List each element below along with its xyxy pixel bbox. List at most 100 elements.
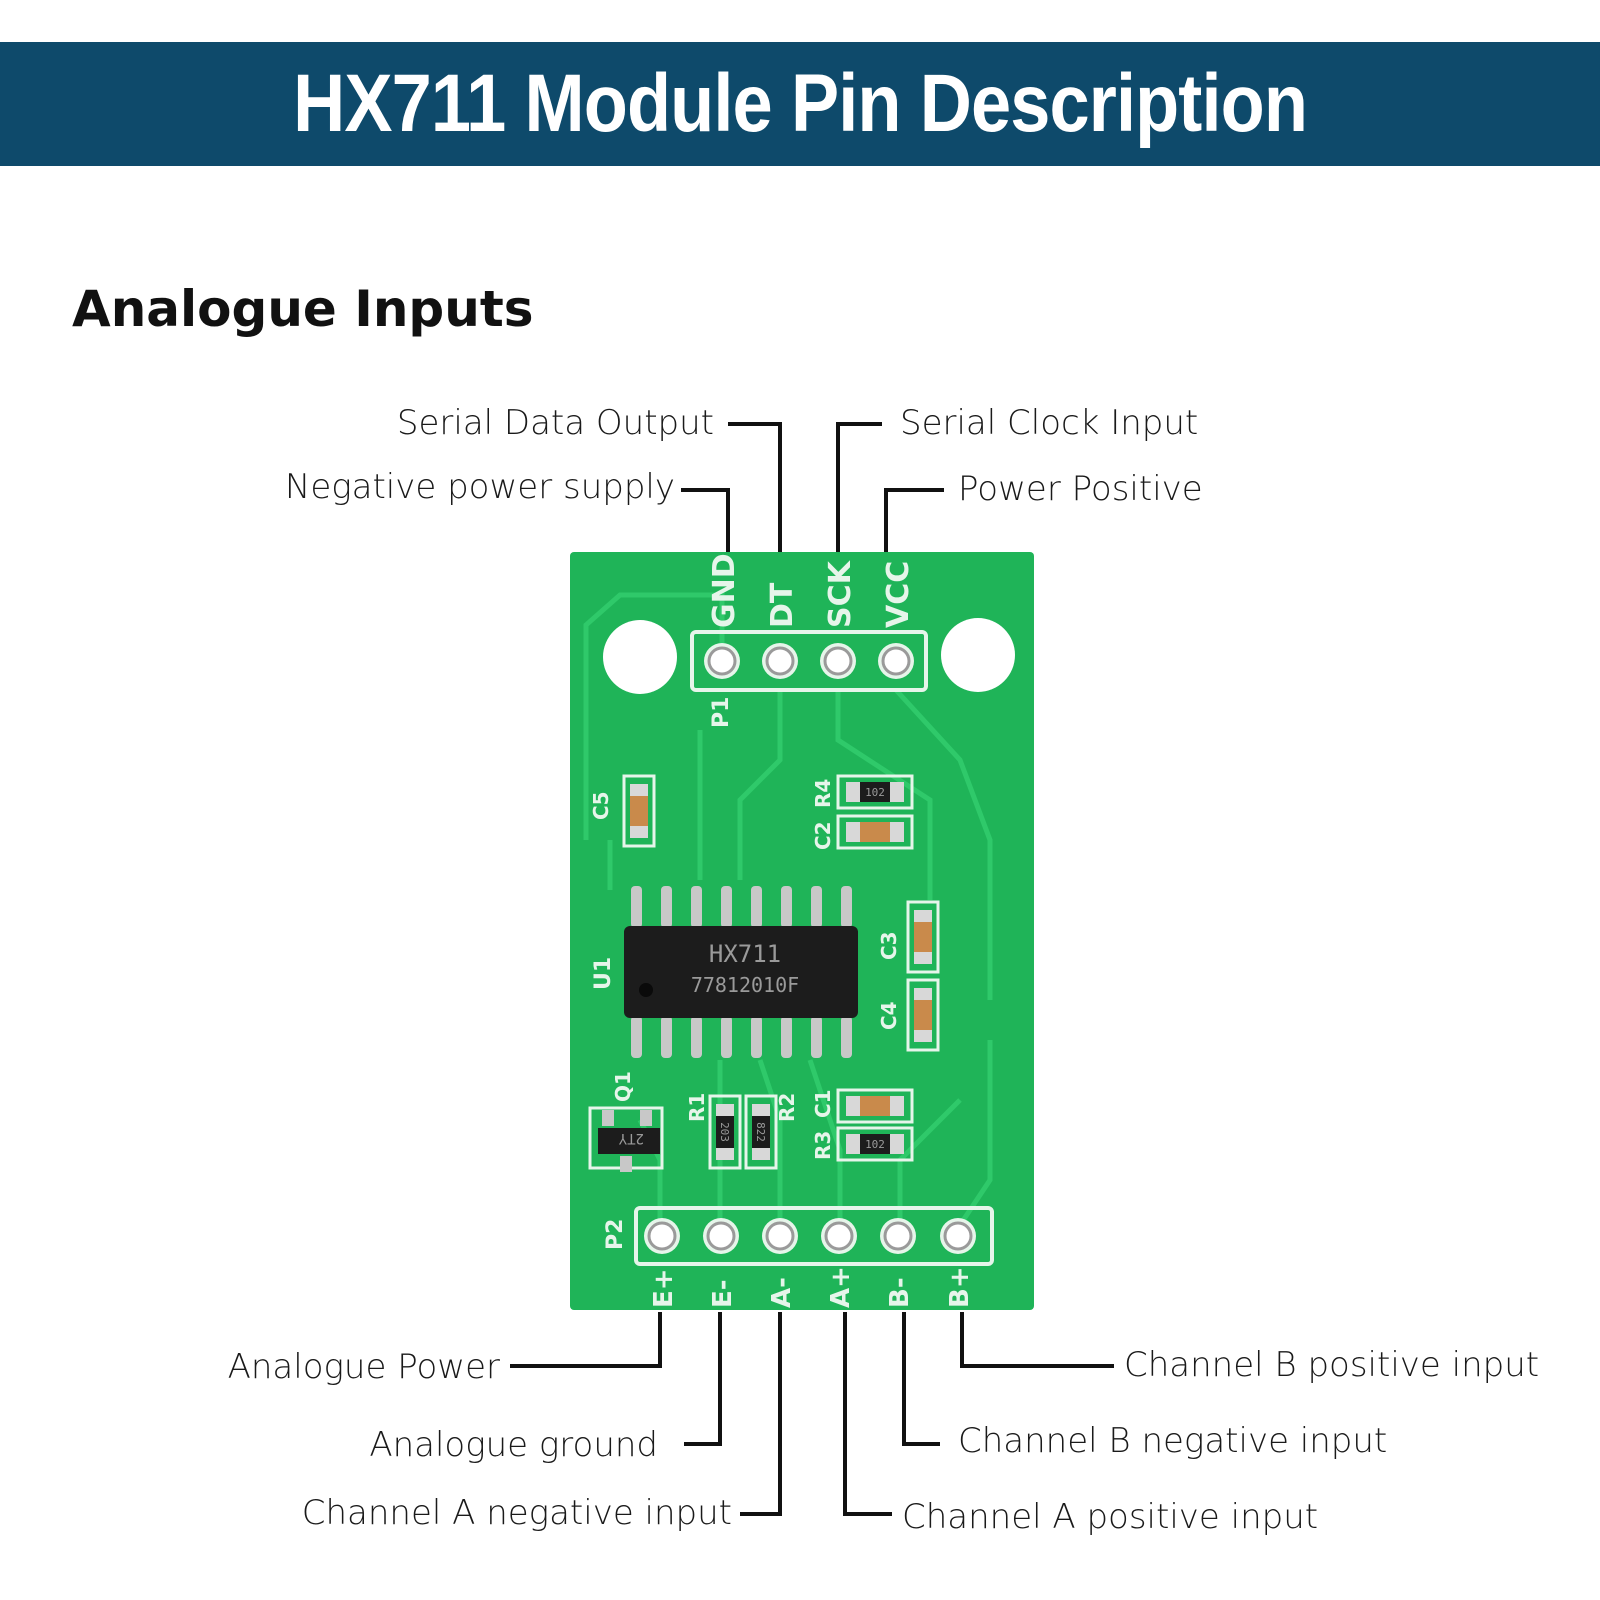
chip-pin [721,886,732,928]
transistor-body [598,1128,660,1154]
leader-a-minus [740,1312,782,1516]
leader-vcc [884,488,944,552]
chip-pin [811,886,822,928]
component-body [914,922,932,952]
chip-pin [841,886,852,928]
chip-pin [751,886,762,928]
section-heading: Analogue Inputs [72,280,534,338]
component-ref: R4 [811,779,835,808]
leader-a-plus [843,1312,892,1516]
label-sck: Serial Clock Input [900,403,1198,443]
pin-name-dt: DT [765,582,800,628]
leader-b-minus [902,1312,940,1446]
header-p1-outline [690,630,928,692]
component-outline [708,1094,742,1170]
pcb-traces [583,592,993,1227]
component-ref: C3 [877,931,901,960]
component-body [630,796,648,826]
chip-body [624,926,858,1018]
bottom-pin-names: E+E-A-A+B-B+ [649,1266,975,1308]
leader-gnd [681,488,730,552]
chip-pin [841,1016,852,1058]
label-a-plus: Channel A positive input [902,1497,1318,1537]
page-title: HX711 Module Pin Description [293,58,1308,149]
component-ref: R1 [685,1093,709,1122]
label-e-plus: Analogue Power [228,1347,500,1387]
chip-pin [781,886,792,928]
transistor-q1: 2TY Q1 [588,1071,664,1172]
component-outline [836,1088,914,1124]
pin-name-1: E- [708,1279,738,1308]
mounting-hole-right [941,618,1015,692]
leader-e-plus [510,1312,662,1368]
label-vcc: Power Positive [958,469,1203,509]
header-p2-pads [644,1218,976,1254]
callout-labels: Negative power supply Serial Data Output… [228,403,1539,1537]
component-c2: C2 [811,814,914,850]
component-outline [836,1126,914,1162]
label-a-minus: Channel A negative input [302,1493,732,1533]
component-c1: C1 [811,1088,914,1124]
chip-name: HX711 [709,940,781,968]
chip-code: 77812010F [691,973,799,997]
mounting-hole-left [603,620,677,694]
component-outline [744,1094,778,1170]
component-body [716,1116,734,1148]
label-e-minus: Analogue ground [369,1425,658,1465]
component-ref: C2 [811,821,835,850]
pad-hole [647,1221,677,1251]
label-b-minus: Channel B negative input [958,1421,1387,1461]
component-marking: 102 [865,1138,885,1151]
chip-pin [781,1016,792,1058]
label-gnd: Negative power supply [285,467,675,507]
component-r1: 203 R1 [685,1093,742,1170]
component-body [860,822,890,842]
chip-pin [811,1016,822,1058]
chip-pin1-dot [639,983,653,997]
pad-hole [824,1221,854,1251]
component-marking: 102 [865,786,885,799]
leader-dt [728,422,782,552]
component-body [752,1116,770,1148]
component-body [860,1134,890,1154]
pad-hole [943,1221,973,1251]
component-outline [906,900,940,974]
component-c5: C5 [589,774,656,848]
chip-ref: U1 [591,957,616,990]
component-body [860,782,890,802]
component-outline [906,978,940,1052]
pin-name-5: B+ [945,1266,975,1308]
header-p1-pads [704,643,914,679]
chip-pin [631,1016,642,1058]
chip-pin [721,1016,732,1058]
chip-pin [691,1016,702,1058]
component-body [914,1000,932,1030]
header-p1-label: P1 [709,697,734,728]
hx711-chip: HX711 77812010F U1 [591,886,858,1058]
header-p2-label: P2 [603,1219,628,1250]
component-outline [836,774,914,810]
label-b-plus: Channel B positive input [1124,1345,1539,1385]
pad-hole [706,1221,736,1251]
component-marking: 822 [754,1122,767,1142]
component-c4: C4 [877,978,940,1052]
pin-name-0: E+ [649,1268,679,1308]
component-ref: C4 [877,1001,901,1030]
chip-pin [631,886,642,928]
pin-name-gnd: GND [707,553,742,628]
chip-pins [631,886,852,1058]
component-ref: C5 [589,791,613,820]
pad-hole [881,646,911,676]
pad-hole [765,646,795,676]
leader-b-plus [960,1312,1114,1368]
transistor-ref: Q1 [611,1071,635,1102]
pin-name-2: A- [767,1277,797,1308]
component-marking: 203 [718,1122,731,1142]
pin-name-3: A+ [826,1266,856,1308]
